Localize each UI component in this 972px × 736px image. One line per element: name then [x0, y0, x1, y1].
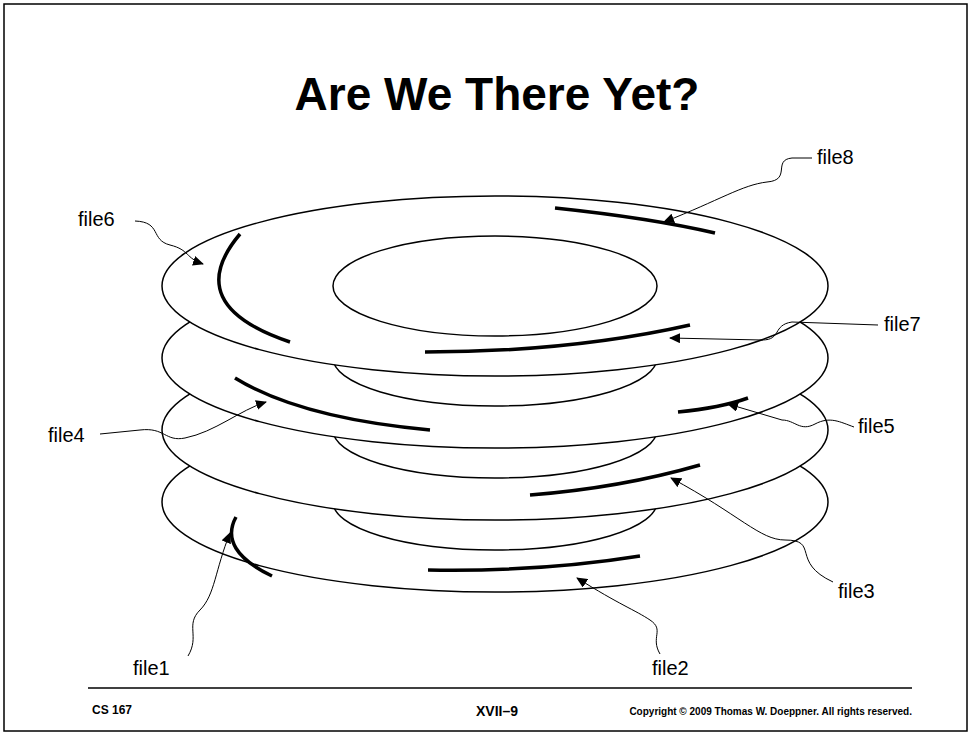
- file-label: file3: [838, 580, 875, 603]
- file-label: file2: [652, 657, 689, 680]
- file-label: file5: [858, 415, 895, 438]
- file-label: file1: [133, 657, 170, 680]
- course-code: CS 167: [92, 704, 132, 718]
- file-extent: [232, 517, 641, 576]
- platter: [162, 196, 828, 376]
- file-label: file8: [817, 146, 854, 169]
- slide-border: [4, 4, 967, 731]
- copyright-note: Copyright © 2009 Thomas W. Doeppner. All…: [629, 706, 912, 718]
- slide-number: XVII–9: [476, 703, 518, 719]
- file-label: file7: [884, 313, 921, 336]
- slide-title: Are We There Yet?: [295, 68, 700, 121]
- footer-rule: [88, 687, 912, 689]
- file-extent: [219, 208, 715, 352]
- file-label: file6: [78, 208, 115, 231]
- file-extent: [235, 378, 748, 430]
- file-label: file4: [48, 424, 85, 447]
- leader-line: [100, 158, 878, 656]
